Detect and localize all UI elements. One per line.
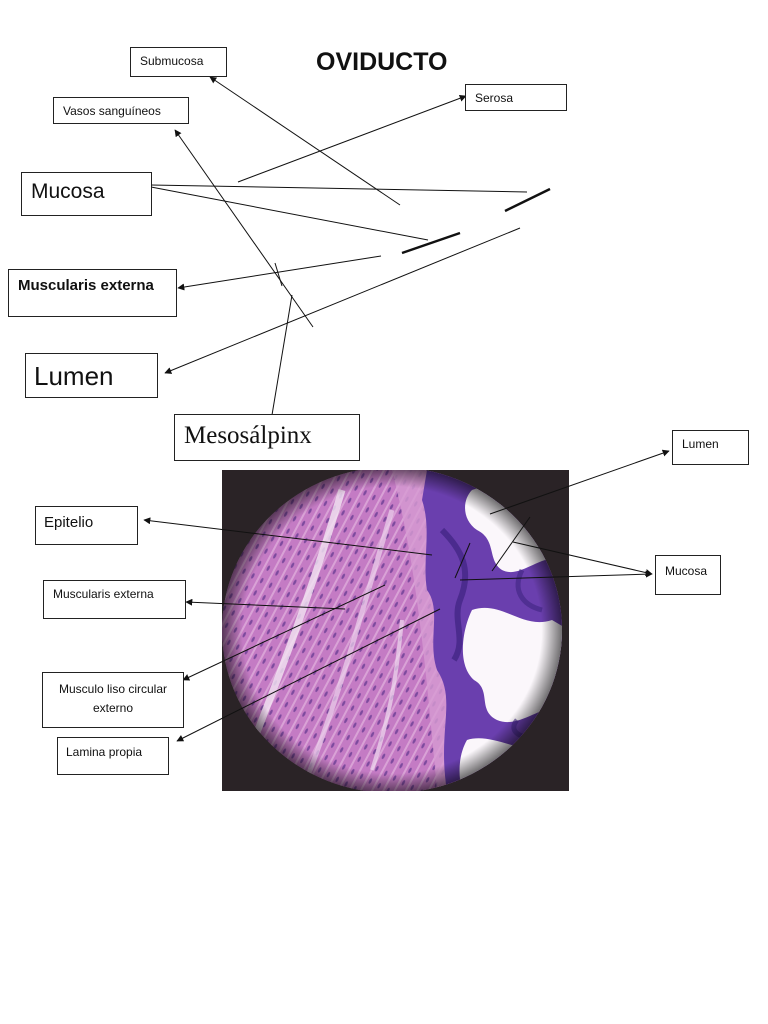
label-mucosa-right: Mucosa: [655, 555, 721, 595]
vasos-tick: [274, 262, 283, 287]
bar-1: [401, 231, 461, 255]
label-lumen-right: Lumen: [672, 430, 749, 465]
label-musculo-liso-line-2: externo: [92, 701, 134, 715]
label-lumen-top: Lumen: [25, 353, 158, 398]
label-vasos-sanguineos: Vasos sanguíneos: [53, 97, 189, 124]
label-muscularis-externa-bottom: Muscularis externa: [43, 580, 186, 619]
label-epitelio: Epitelio: [35, 506, 138, 545]
submucosa-arrow: [209, 76, 401, 206]
mesosalpinx-line: [271, 294, 293, 416]
lumen-top-arrow: [164, 227, 521, 374]
bar-2: [504, 187, 551, 213]
label-mucosa-top: Mucosa: [21, 172, 152, 216]
muscularis-top-arrow: [177, 255, 382, 291]
mucosa-line-1: [150, 184, 528, 193]
vasos-arrow: [174, 129, 314, 328]
page-title: OVIDUCTO: [316, 48, 448, 76]
label-submucosa: Submucosa: [130, 47, 227, 77]
label-muscularis-externa-top: Muscularis externa: [8, 269, 177, 317]
label-musculo-liso-line-1: Musculo liso circular: [58, 682, 168, 696]
label-serosa: Serosa: [465, 84, 567, 111]
label-musculo-liso: Musculo liso circular externo: [42, 672, 184, 728]
label-mesosalpinx: Mesosálpinx: [174, 414, 360, 461]
mucosa-line-2: [150, 186, 429, 241]
micrograph-image: [222, 470, 569, 791]
serosa-arrow: [237, 94, 467, 183]
label-lamina-propia: Lamina propia: [57, 737, 169, 775]
